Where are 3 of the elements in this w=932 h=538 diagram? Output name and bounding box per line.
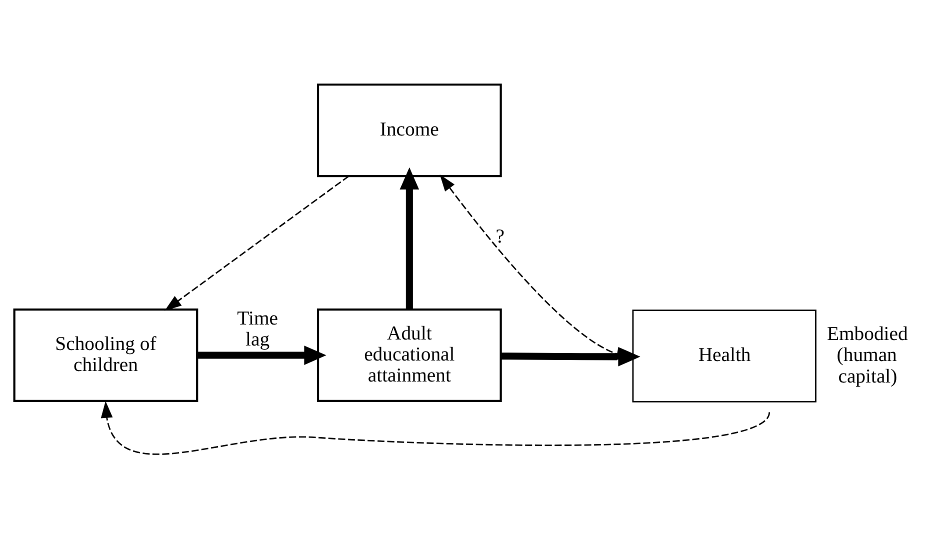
edge-label: ? — [496, 224, 504, 247]
edge-label: Time lag — [237, 307, 278, 350]
node-label: Embodied (human capital) — [826, 322, 908, 387]
